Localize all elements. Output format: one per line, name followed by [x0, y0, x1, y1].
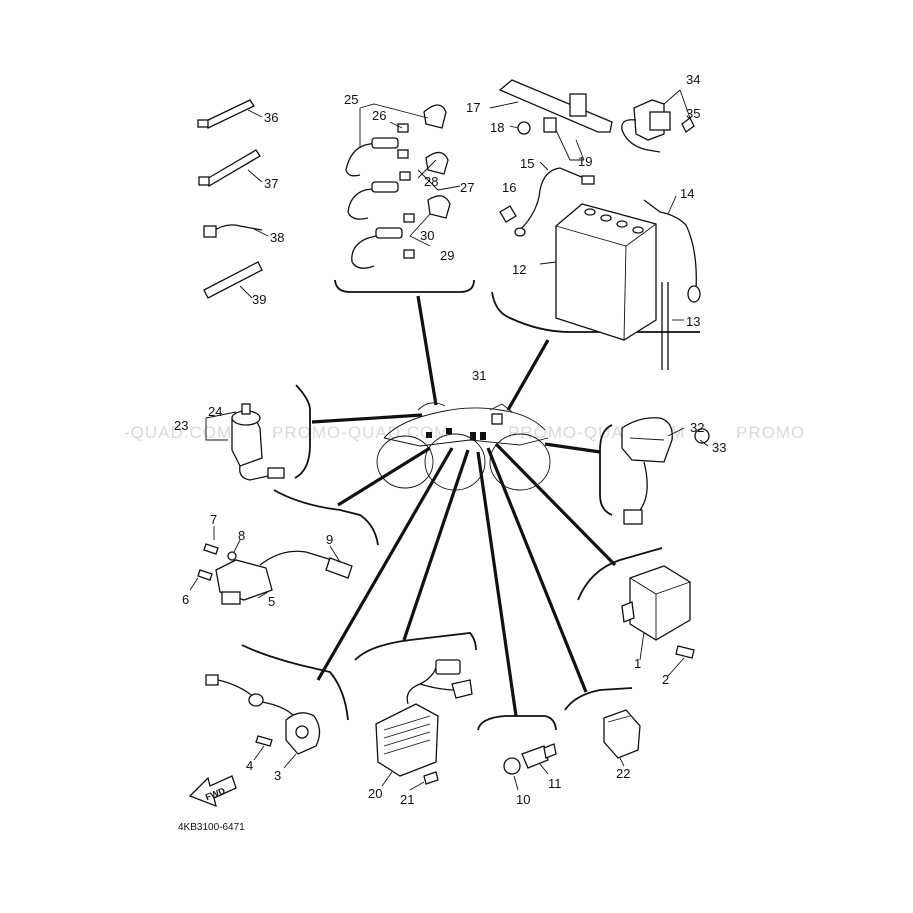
callout-11: 11 — [548, 776, 562, 791]
fwd-arrow: FWD — [188, 775, 237, 808]
callout-14: 14 — [680, 186, 694, 201]
part-37-shape — [204, 149, 261, 187]
callout-26: 26 — [372, 108, 386, 123]
watermark-text-4: PROMO — [736, 423, 805, 442]
parts-3-4 — [205, 674, 321, 769]
callout-17: 17 — [466, 100, 480, 115]
callout-34: 34 — [686, 72, 700, 87]
parts-1-2 — [621, 565, 695, 677]
callout-10: 10 — [516, 792, 530, 807]
callout-5: 5 — [268, 594, 275, 609]
callout-31: 31 — [472, 368, 486, 383]
callout-7: 7 — [210, 512, 217, 527]
watermark-text-1: -QUAD.COM — [124, 423, 232, 442]
callout-27: 27 — [460, 180, 474, 195]
part-39-shape — [203, 261, 263, 299]
group-brackets — [241, 279, 700, 731]
callout-1: 1 — [634, 656, 641, 671]
callout-2: 2 — [662, 672, 669, 687]
callout-4: 4 — [246, 758, 253, 773]
callout-3: 3 — [274, 768, 281, 783]
callout-36: 36 — [264, 110, 278, 125]
parts-25-30 — [345, 103, 461, 269]
callout-6: 6 — [182, 592, 189, 607]
callout-20: 20 — [368, 786, 382, 801]
parts-10-11 — [503, 743, 557, 791]
callout-38: 38 — [270, 230, 284, 245]
callout-16: 16 — [502, 180, 516, 195]
parts-23-24 — [205, 403, 285, 481]
callout-33: 33 — [712, 440, 726, 455]
watermark-text-2: PROMO-QUAD.COM — [272, 423, 449, 442]
callout-24: 24 — [208, 404, 222, 419]
parts-battery-group — [489, 79, 701, 370]
callout-29: 29 — [440, 248, 454, 263]
leader-lines — [311, 295, 617, 717]
callout-35: 35 — [686, 106, 700, 121]
callout-9: 9 — [326, 532, 333, 547]
callout-39: 39 — [252, 292, 266, 307]
parts-32-33 — [621, 417, 710, 525]
callout-21: 21 — [400, 792, 414, 807]
callout-23: 23 — [174, 418, 188, 433]
part-36-shape — [203, 99, 255, 129]
diagram-code: 4KB3100-6471 — [178, 822, 245, 833]
callout-32: 32 — [690, 420, 704, 435]
parts-5-9 — [189, 526, 353, 605]
callout-28: 28 — [424, 174, 438, 189]
parts-36-39 — [197, 99, 269, 299]
callout-8: 8 — [238, 528, 245, 543]
parts-20-21 — [375, 659, 473, 791]
part-38-shape — [211, 224, 263, 233]
part-17-bracket — [498, 79, 613, 133]
callout-19: 19 — [578, 154, 592, 169]
callout-30: 30 — [420, 228, 434, 243]
callout-numbers: 1 2 3 4 5 6 7 8 9 10 11 12 13 14 15 16 1… — [174, 72, 726, 807]
callout-25: 25 — [344, 92, 358, 107]
callout-15: 15 — [520, 156, 534, 171]
callout-37: 37 — [264, 176, 278, 191]
callout-22: 22 — [616, 766, 630, 781]
part-22 — [603, 709, 641, 767]
callout-18: 18 — [490, 120, 504, 135]
part-12-battery — [555, 203, 657, 341]
callout-12: 12 — [512, 262, 526, 277]
callout-13: 13 — [686, 314, 700, 329]
